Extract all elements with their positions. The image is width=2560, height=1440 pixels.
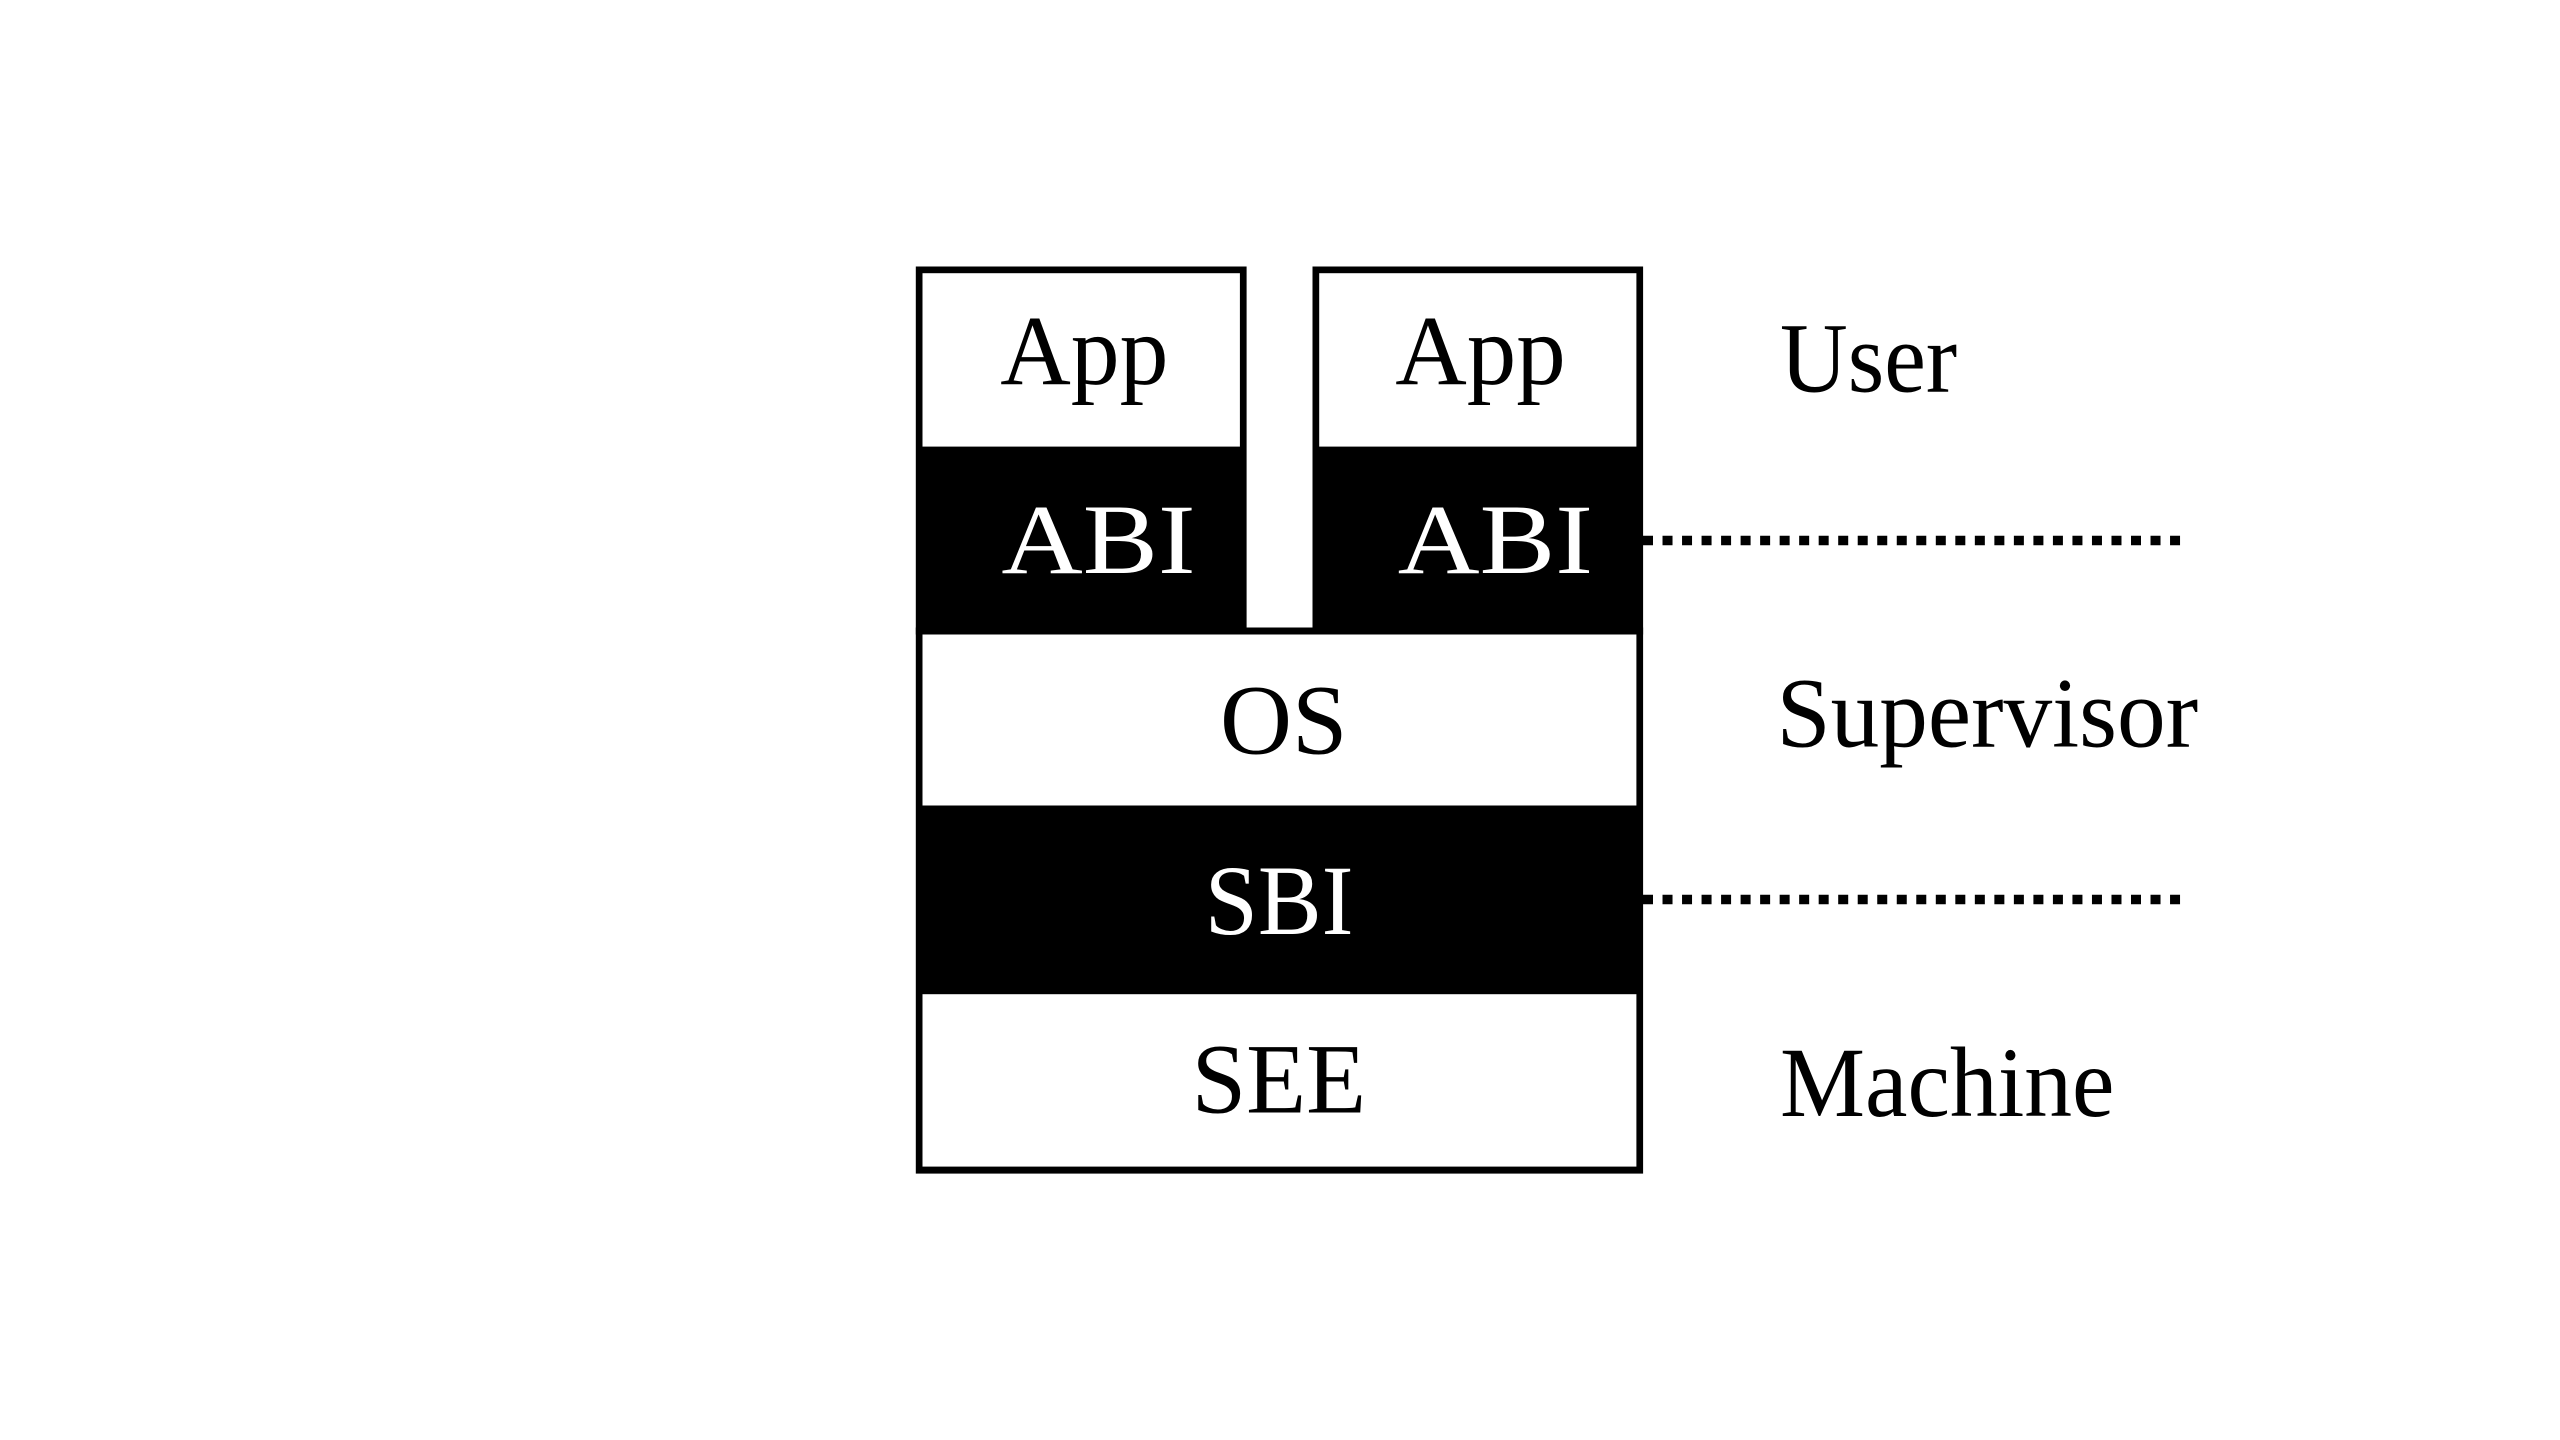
svg-text:App: App: [1395, 295, 1566, 406]
svg-text:Machine: Machine: [1780, 1027, 2115, 1138]
svg-text:SBI: SBI: [1205, 845, 1354, 956]
svg-text:Supervisor: Supervisor: [1777, 657, 2199, 768]
svg-text:User: User: [1780, 302, 1957, 413]
svg-text:ABI: ABI: [1001, 484, 1195, 595]
svg-text:ABI: ABI: [1398, 484, 1593, 595]
svg-text:OS: OS: [1220, 664, 1348, 775]
svg-text:App: App: [1000, 295, 1168, 406]
svg-text:SEE: SEE: [1192, 1023, 1366, 1134]
